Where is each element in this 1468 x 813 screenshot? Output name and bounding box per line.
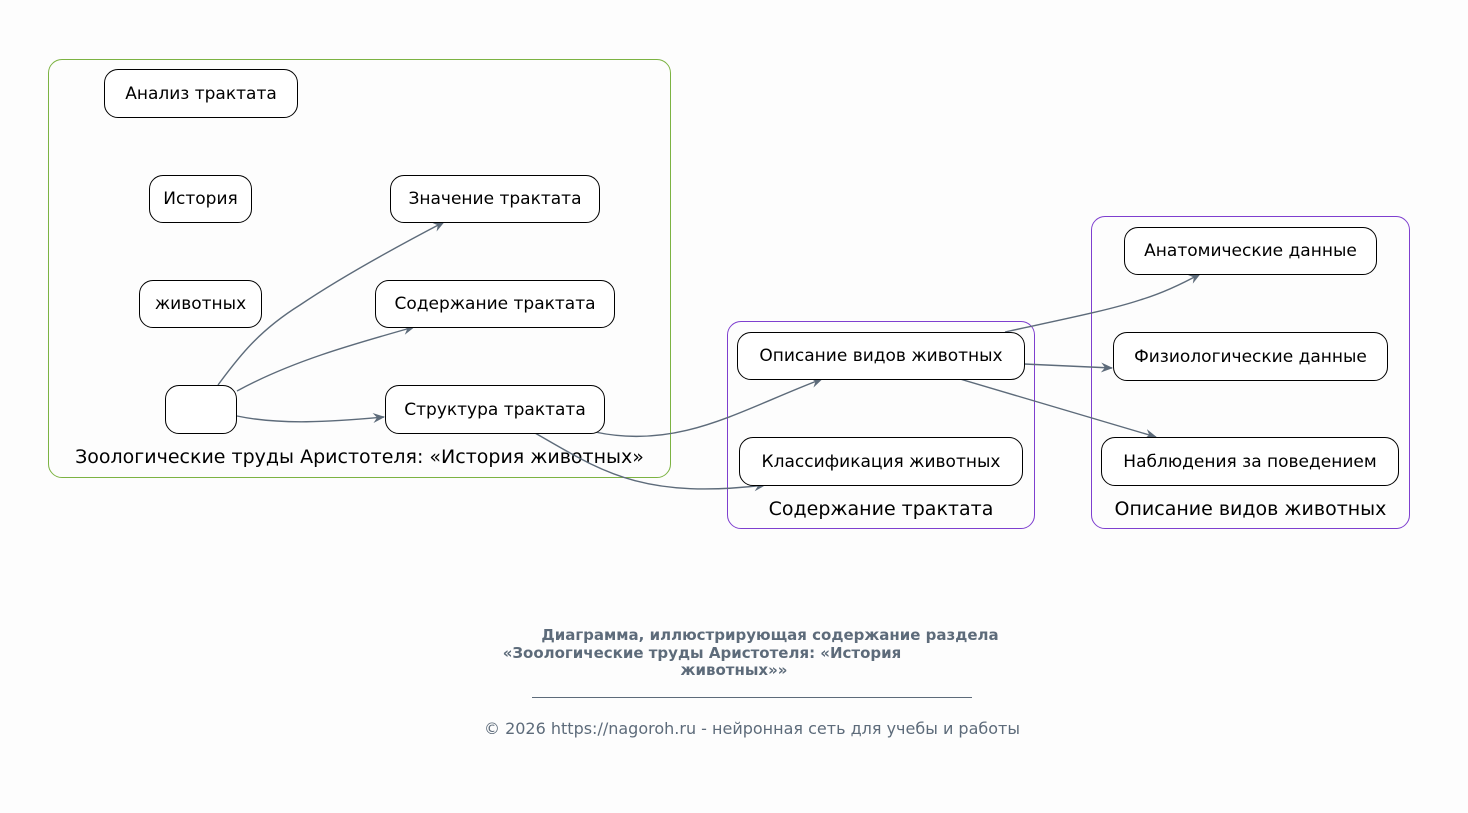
node-content[interactable]: Содержание трактата — [375, 280, 615, 328]
node-behavior[interactable]: Наблюдения за поведением — [1101, 437, 1399, 486]
node-history[interactable]: История — [149, 175, 252, 223]
caption-line-3: животных»» — [680, 661, 788, 679]
node-empty[interactable] — [165, 385, 237, 434]
caption-line-2: «Зоологические труды Аристотеля: «Истори… — [502, 644, 902, 662]
footer-copyright: © 2026 https://nagoroh.ru - нейронная се… — [483, 719, 1020, 738]
edge-species-physiology — [1023, 362, 1113, 373]
edge-empty-structure — [236, 413, 385, 423]
node-animals[interactable]: животных — [139, 280, 262, 328]
edge-species-anatomy — [1004, 273, 1201, 333]
node-anatomy[interactable]: Анатомические данные — [1124, 227, 1377, 275]
caption-divider — [532, 697, 972, 698]
edge-species-behavior — [959, 378, 1157, 439]
cluster-main-label: Зоологические труды Аристотеля: «История… — [75, 446, 644, 468]
cluster-content — [727, 321, 1035, 529]
node-analysis[interactable]: Анализ трактата — [104, 69, 298, 118]
node-structure[interactable]: Структура трактата — [385, 385, 605, 434]
caption-line-1: Диаграмма, иллюстрирующая содержание раз… — [541, 626, 999, 644]
edge-structure-classification — [534, 432, 766, 492]
edge-empty-content — [236, 325, 415, 392]
cluster-content-label: Содержание трактата — [768, 498, 994, 520]
cluster-main — [48, 59, 671, 478]
edge-empty-significance — [217, 221, 445, 386]
node-physiology[interactable]: Физиологические данные — [1113, 332, 1388, 381]
node-classification[interactable]: Классификация животных — [739, 437, 1023, 486]
node-significance[interactable]: Значение трактата — [390, 175, 600, 223]
cluster-species — [1091, 216, 1410, 529]
cluster-species-label: Описание видов животных — [1114, 498, 1387, 520]
node-species-description[interactable]: Описание видов животных — [737, 332, 1025, 380]
edge-structure-species — [594, 378, 823, 438]
